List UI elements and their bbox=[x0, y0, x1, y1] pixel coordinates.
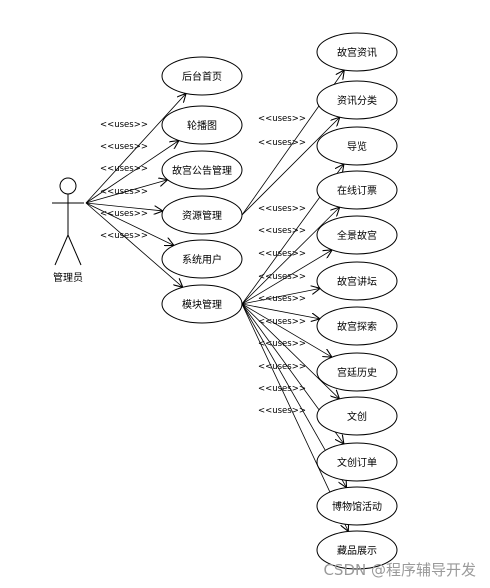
uses-labels: <<uses>> <<uses>> <<uses>> <<uses>> <<uses>>… bbox=[100, 114, 306, 416]
use-case-ellipse bbox=[316, 486, 398, 526]
uses-label: <<uses>> bbox=[258, 226, 306, 236]
watermark: CSDN @程序辅导开发 bbox=[323, 561, 476, 579]
uses-label: <<uses>> bbox=[100, 209, 148, 219]
actor-admin: 管理员 bbox=[52, 177, 84, 284]
uses-label: <<uses>> bbox=[258, 406, 306, 416]
use-case-ellipse bbox=[161, 105, 243, 145]
use-case-guide: 导览 bbox=[316, 126, 398, 166]
use-case-label: 资源管理 bbox=[182, 209, 222, 222]
use-case-label: 后台首页 bbox=[182, 70, 222, 83]
uses-label: <<uses>> bbox=[258, 138, 306, 148]
use-case-label: 资讯分类 bbox=[337, 94, 377, 107]
use-case-home: 后台首页 bbox=[161, 56, 243, 96]
use-case-ellipse bbox=[316, 126, 398, 166]
use-case-ellipse bbox=[161, 56, 243, 96]
association-lines bbox=[85, 70, 348, 531]
use-case-carousel: 轮播图 bbox=[161, 105, 243, 145]
uses-label: <<uses>> bbox=[258, 294, 306, 304]
use-case-newscat: 资讯分类 bbox=[316, 80, 398, 120]
edge-module-panorama bbox=[241, 250, 332, 305]
use-case-label: 轮播图 bbox=[187, 119, 217, 132]
use-case-resource: 资源管理 bbox=[161, 195, 243, 235]
actor-left-leg bbox=[54, 234, 69, 266]
use-case-label: 文创 bbox=[347, 410, 367, 423]
uses-label: <<uses>> bbox=[258, 362, 306, 372]
edge-actor-carousel bbox=[85, 141, 179, 204]
use-case-creativeorder: 文创订单 bbox=[316, 442, 398, 482]
use-case-ellipse bbox=[316, 80, 398, 120]
use-case-label: 导览 bbox=[347, 140, 367, 153]
uses-label: <<uses>> bbox=[100, 187, 148, 197]
edge-resource-newscat bbox=[241, 117, 340, 216]
actor-head bbox=[59, 177, 77, 195]
use-case-ellipse bbox=[161, 239, 243, 279]
use-case-ellipse bbox=[161, 195, 243, 235]
uses-label: <<uses>> bbox=[258, 384, 306, 394]
edge-actor-resource bbox=[85, 202, 163, 211]
uses-label: <<uses>> bbox=[100, 231, 148, 241]
use-case-label: 系统用户 bbox=[182, 253, 222, 266]
use-case-ellipse bbox=[316, 530, 398, 570]
use-case-ellipse bbox=[316, 306, 398, 346]
use-case-creative: 文创 bbox=[316, 396, 398, 436]
edge-actor-home bbox=[85, 93, 186, 204]
use-case-collection: 藏品展示 bbox=[316, 530, 398, 570]
use-case-ellipse bbox=[316, 261, 398, 301]
use-case-label: 全景故宫 bbox=[337, 229, 377, 242]
use-case-label: 文创订单 bbox=[337, 456, 377, 469]
edge-module-ticket bbox=[241, 207, 340, 305]
use-case-label: 博物馆活动 bbox=[332, 500, 382, 513]
uses-label: <<uses>> bbox=[258, 339, 306, 349]
use-case-ellipse bbox=[161, 284, 243, 324]
use-case-label: 故宫公告管理 bbox=[172, 164, 232, 177]
use-case-module: 模块管理 bbox=[161, 284, 243, 324]
uses-label: <<uses>> bbox=[258, 272, 306, 282]
actor-label: 管理员 bbox=[53, 271, 83, 284]
uses-label: <<uses>> bbox=[100, 142, 148, 152]
use-case-label: 藏品展示 bbox=[337, 545, 377, 557]
edge-module-forum bbox=[241, 288, 320, 305]
uses-label: <<uses>> bbox=[100, 164, 148, 174]
uses-label: <<uses>> bbox=[100, 120, 148, 130]
use-case-label: 故宫探索 bbox=[337, 320, 377, 333]
use-case-ellipse bbox=[316, 396, 398, 436]
edge-module-creative bbox=[241, 303, 339, 399]
use-case-forum: 故宫讲坛 bbox=[316, 261, 398, 301]
actor-right-leg bbox=[67, 234, 82, 266]
uses-label: <<uses>> bbox=[258, 114, 306, 124]
use-case-ellipse bbox=[316, 170, 398, 210]
use-case-ticket: 在线订票 bbox=[316, 170, 398, 210]
use-case-ellipse bbox=[161, 150, 243, 190]
use-case-sysuser: 系统用户 bbox=[161, 239, 243, 279]
use-case-panorama: 全景故宫 bbox=[316, 215, 398, 255]
use-case-ellipse bbox=[316, 215, 398, 255]
uses-label: <<uses>> bbox=[258, 204, 306, 214]
edge-actor-module bbox=[85, 202, 183, 287]
use-case-notice: 故宫公告管理 bbox=[161, 150, 243, 190]
use-case-news: 故宫资讯 bbox=[316, 32, 398, 72]
uses-label: <<uses>> bbox=[258, 317, 306, 327]
use-case-explore: 故宫探索 bbox=[316, 306, 398, 346]
edge-actor-sysuser bbox=[85, 202, 174, 245]
use-case-ellipse bbox=[316, 32, 398, 72]
use-case-history: 宫廷历史 bbox=[316, 352, 398, 392]
edge-module-explore bbox=[241, 303, 320, 319]
use-case-label: 模块管理 bbox=[182, 298, 222, 311]
use-case-ellipse bbox=[316, 352, 398, 392]
use-case-ellipse bbox=[316, 442, 398, 482]
use-case-label: 在线订票 bbox=[337, 184, 377, 197]
use-case-label: 故宫讲坛 bbox=[337, 275, 377, 288]
use-case-museumevent: 博物馆活动 bbox=[316, 486, 398, 526]
use-case-label: 故宫资讯 bbox=[337, 46, 377, 59]
uses-label: <<uses>> bbox=[258, 249, 306, 259]
edge-module-history bbox=[241, 303, 332, 357]
use-case-label: 宫廷历史 bbox=[337, 366, 377, 379]
edge-actor-notice bbox=[85, 180, 168, 204]
